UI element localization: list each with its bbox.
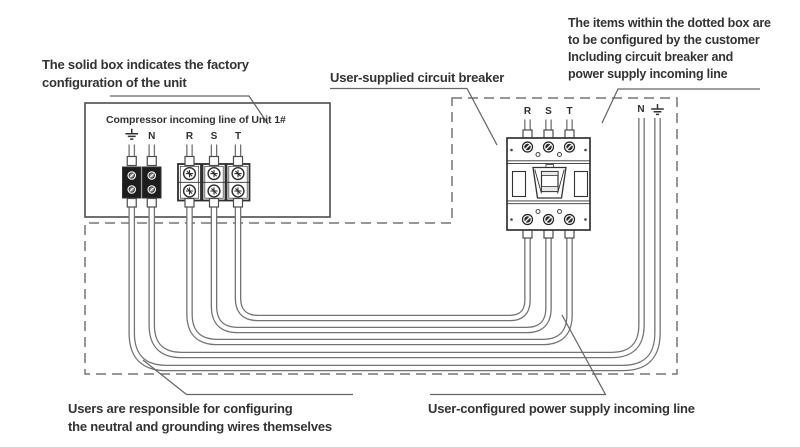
supplied-breaker-note: User-supplied circuit breaker	[330, 70, 505, 85]
factory-note-line1: The solid box indicates the factory	[42, 57, 249, 72]
earth-ground-icon	[125, 128, 139, 140]
factory-note: The solid box indicates the factory conf…	[42, 56, 249, 91]
breaker-label-t: T	[566, 105, 573, 117]
customer-note-line4: power supply incoming line	[568, 67, 728, 81]
wire-stubs-breaker-top	[528, 120, 570, 132]
neutral-note: Users are responsible for configuring th…	[68, 400, 332, 435]
customer-note-line2: to be configured by the customer	[568, 33, 760, 47]
wire-phase-s	[214, 207, 549, 330]
breaker-label-r: R	[523, 105, 532, 117]
customer-note-line1: The items within the dotted box are	[568, 16, 771, 30]
breaker-screws-top	[521, 141, 576, 153]
breaker-switch-handle	[532, 164, 567, 199]
supply-label-neutral: N	[637, 104, 645, 115]
terminal-label-s: S	[210, 131, 218, 142]
terminal-block-ground-neutral	[122, 166, 162, 199]
breaker-middle	[511, 164, 589, 199]
earth-ground-icon-supply	[651, 104, 664, 116]
leader-factory-note	[110, 95, 269, 125]
leader-neutral-note	[142, 359, 353, 396]
leader-customer-note	[601, 88, 760, 124]
circuit-breaker	[506, 137, 591, 231]
factory-note-line2: configuration of the unit	[42, 74, 187, 90]
neutral-note-line2: the neutral and grounding wires themselv…	[68, 418, 332, 434]
neutral-note-line1: Users are responsible for configuring	[68, 401, 293, 416]
leader-lines	[110, 87, 760, 396]
breaker-label-s: S	[545, 105, 552, 117]
wire-ferrules	[126, 129, 575, 239]
terminal-label-t: T	[234, 131, 242, 142]
leader-incoming-note	[430, 314, 607, 396]
terminal-screws-light	[182, 167, 245, 198]
customer-dashed-box	[84, 97, 678, 375]
factory-box-title: Compressor incoming line of Unit 1#	[106, 114, 286, 126]
factory-solid-box	[84, 102, 331, 218]
customer-note-line3: Including circuit breaker and	[568, 50, 734, 64]
incoming-note: User-configured power supply incoming li…	[428, 401, 695, 416]
customer-note: The items within the dotted box are to b…	[568, 15, 771, 83]
breaker-detail-dots	[510, 148, 587, 221]
terminal-block-rst	[177, 163, 251, 202]
breaker-screws-bottom	[521, 213, 576, 226]
terminal-label-r: R	[185, 131, 194, 142]
wire-stubs-terminal-top	[132, 145, 238, 158]
leader-breaker-note	[330, 87, 498, 146]
terminal-screws-dark	[127, 171, 157, 194]
terminal-label-neutral: N	[148, 131, 156, 142]
